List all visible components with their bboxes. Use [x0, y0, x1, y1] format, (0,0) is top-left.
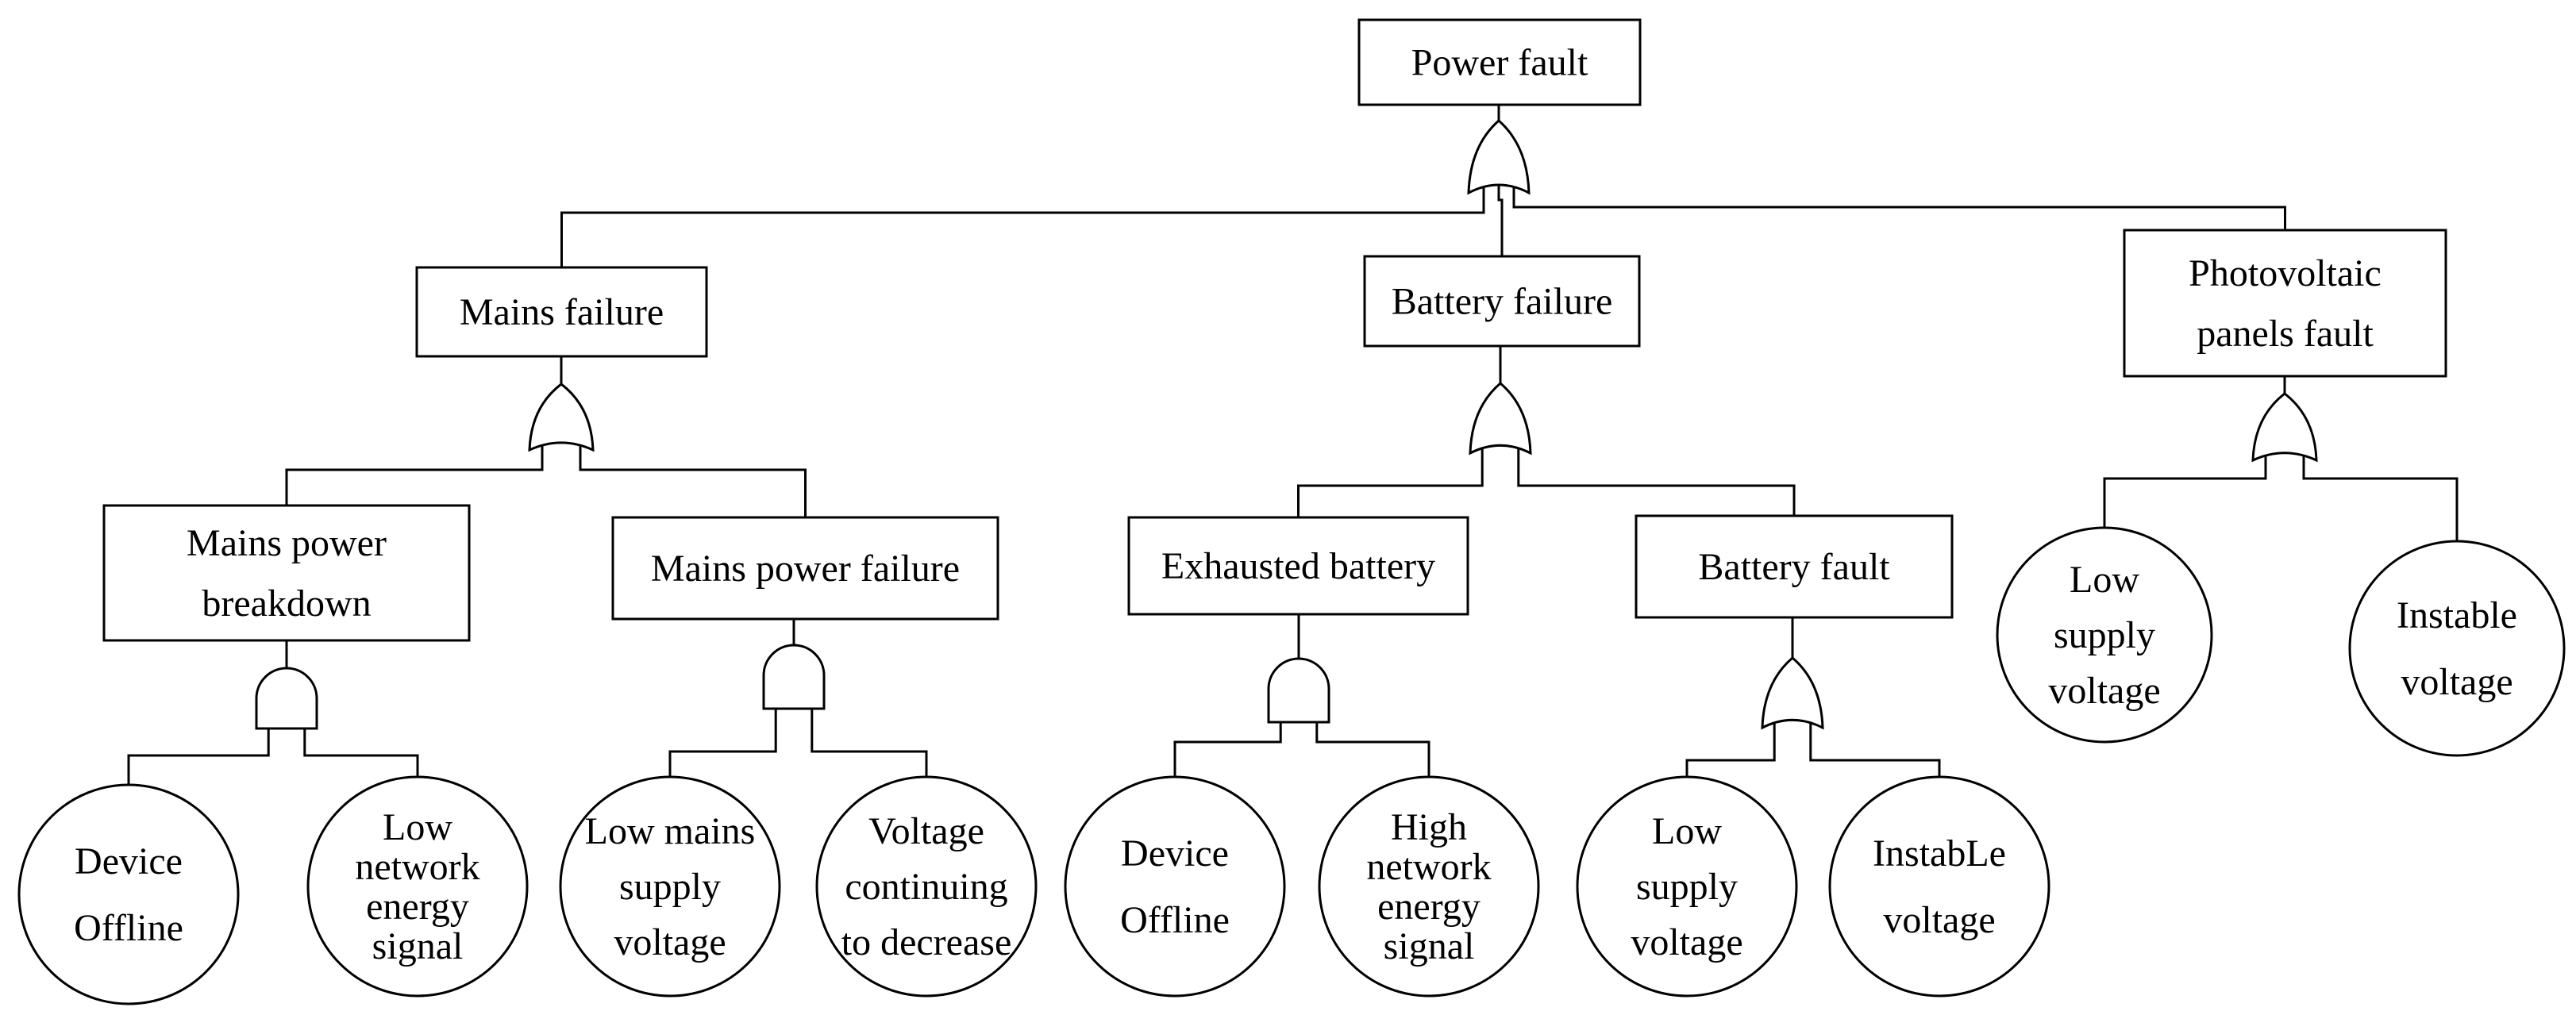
- power-fault-to-battery-failure-line: [1497, 184, 1504, 256]
- high-network-energy-signal-circle: [1318, 775, 1540, 998]
- battery-fault-box: [1635, 514, 1954, 619]
- device-offline-2-circle: [1064, 775, 1286, 998]
- low-network-energy-signal-circle: [306, 775, 529, 998]
- instable-voltage-1-circle: [1828, 775, 2050, 998]
- low-supply-voltage-2-circle: [1996, 526, 2213, 744]
- battery-fault-or-gate: [1761, 656, 1824, 730]
- exhausted-battery-box: [1127, 516, 1469, 616]
- mains-power-failure-label: Mains power failure: [651, 548, 960, 590]
- exhausted-battery-label: Exhausted battery: [1161, 545, 1435, 587]
- photovoltaic-panels-fault-gate-shape: [2251, 392, 2318, 463]
- battery-failure-gate-shape: [1469, 382, 1532, 456]
- battery-failure-to-battery-fault-line: [1517, 444, 1796, 516]
- low-supply-voltage-1-circle: [1576, 775, 1798, 998]
- mains-power-breakdown-to-low-network-energy-signal-line: [303, 728, 419, 777]
- power-fault-box: [1357, 18, 1642, 106]
- mains-power-failure-gate-shape: [762, 644, 826, 710]
- mains-failure-box: [415, 266, 708, 358]
- battery-fault-label: Battery fault: [1698, 546, 1890, 588]
- battery-failure-event: Battery failure: [1363, 255, 1641, 348]
- photovoltaic-panels-fault-to-instable-voltage-2-line: [2302, 452, 2459, 541]
- exhausted-battery-event: Exhausted battery: [1127, 516, 1469, 616]
- power-fault-or-gate: [1467, 118, 1531, 195]
- mains-failure-gate-shape: [528, 382, 595, 452]
- mains-power-breakdown-to-device-offline-1-line: [127, 728, 270, 785]
- battery-failure-label: Battery failure: [1392, 281, 1613, 323]
- battery-fault-to-low-supply-voltage-1-line: [1685, 719, 1776, 777]
- battery-fault-gate-shape: [1761, 656, 1824, 730]
- mains-power-breakdown-box: [102, 504, 471, 642]
- exhausted-battery-and-gate: [1267, 657, 1330, 724]
- exhausted-battery-to-high-network-energy-signal-line: [1315, 722, 1430, 777]
- mains-power-failure-box: [611, 516, 999, 621]
- mains-power-failure-and-gate: [762, 644, 826, 710]
- exhausted-battery-to-device-offline-2-line: [1173, 722, 1282, 777]
- mains-power-failure-event: Mains power failure: [611, 516, 999, 621]
- instable-voltage-2-circle: [2348, 540, 2566, 757]
- mains-power-failure-to-voltage-continuing-to-decrease-line: [811, 709, 928, 777]
- mains-failure-event: Mains failure: [415, 266, 708, 358]
- battery-failure-or-gate: [1469, 382, 1532, 456]
- photovoltaic-panels-fault-to-low-supply-voltage-2-line: [2103, 452, 2267, 528]
- low-mains-supply-voltage-circle: [559, 775, 781, 998]
- photovoltaic-panels-fault-or-gate: [2251, 392, 2318, 463]
- power-fault-event: Power fault: [1357, 18, 1642, 106]
- logic-gates: [255, 118, 2318, 730]
- power-fault-gate-shape: [1467, 118, 1531, 195]
- voltage-continuing-to-decrease-circle: [815, 775, 1038, 998]
- battery-failure-to-exhausted-battery-line: [1297, 444, 1484, 517]
- mains-power-breakdown-gate-shape: [255, 667, 318, 730]
- connector-lines: [127, 105, 2459, 785]
- photovoltaic-panels-fault-box: [2123, 229, 2447, 378]
- mains-failure-label: Mains failure: [460, 291, 664, 333]
- power-fault-label: Power fault: [1411, 42, 1588, 84]
- device-offline-1-circle: [17, 783, 240, 1005]
- battery-fault-event: Battery fault: [1635, 514, 1954, 619]
- mains-failure-or-gate: [528, 382, 595, 452]
- mains-power-breakdown-and-gate: [255, 667, 318, 730]
- mains-failure-to-mains-power-breakdown-line: [285, 442, 544, 506]
- mains-failure-to-mains-power-failure-line: [579, 442, 807, 517]
- battery-fault-to-instable-voltage-1-line: [1809, 719, 1941, 777]
- power-fault-to-mains-failure-line: [560, 184, 1485, 267]
- power-fault-to-photovoltaic-panels-fault-line: [1512, 184, 2286, 230]
- mains-power-failure-to-low-mains-supply-voltage-line: [668, 709, 777, 777]
- battery-failure-box: [1363, 255, 1641, 348]
- exhausted-battery-gate-shape: [1267, 657, 1330, 724]
